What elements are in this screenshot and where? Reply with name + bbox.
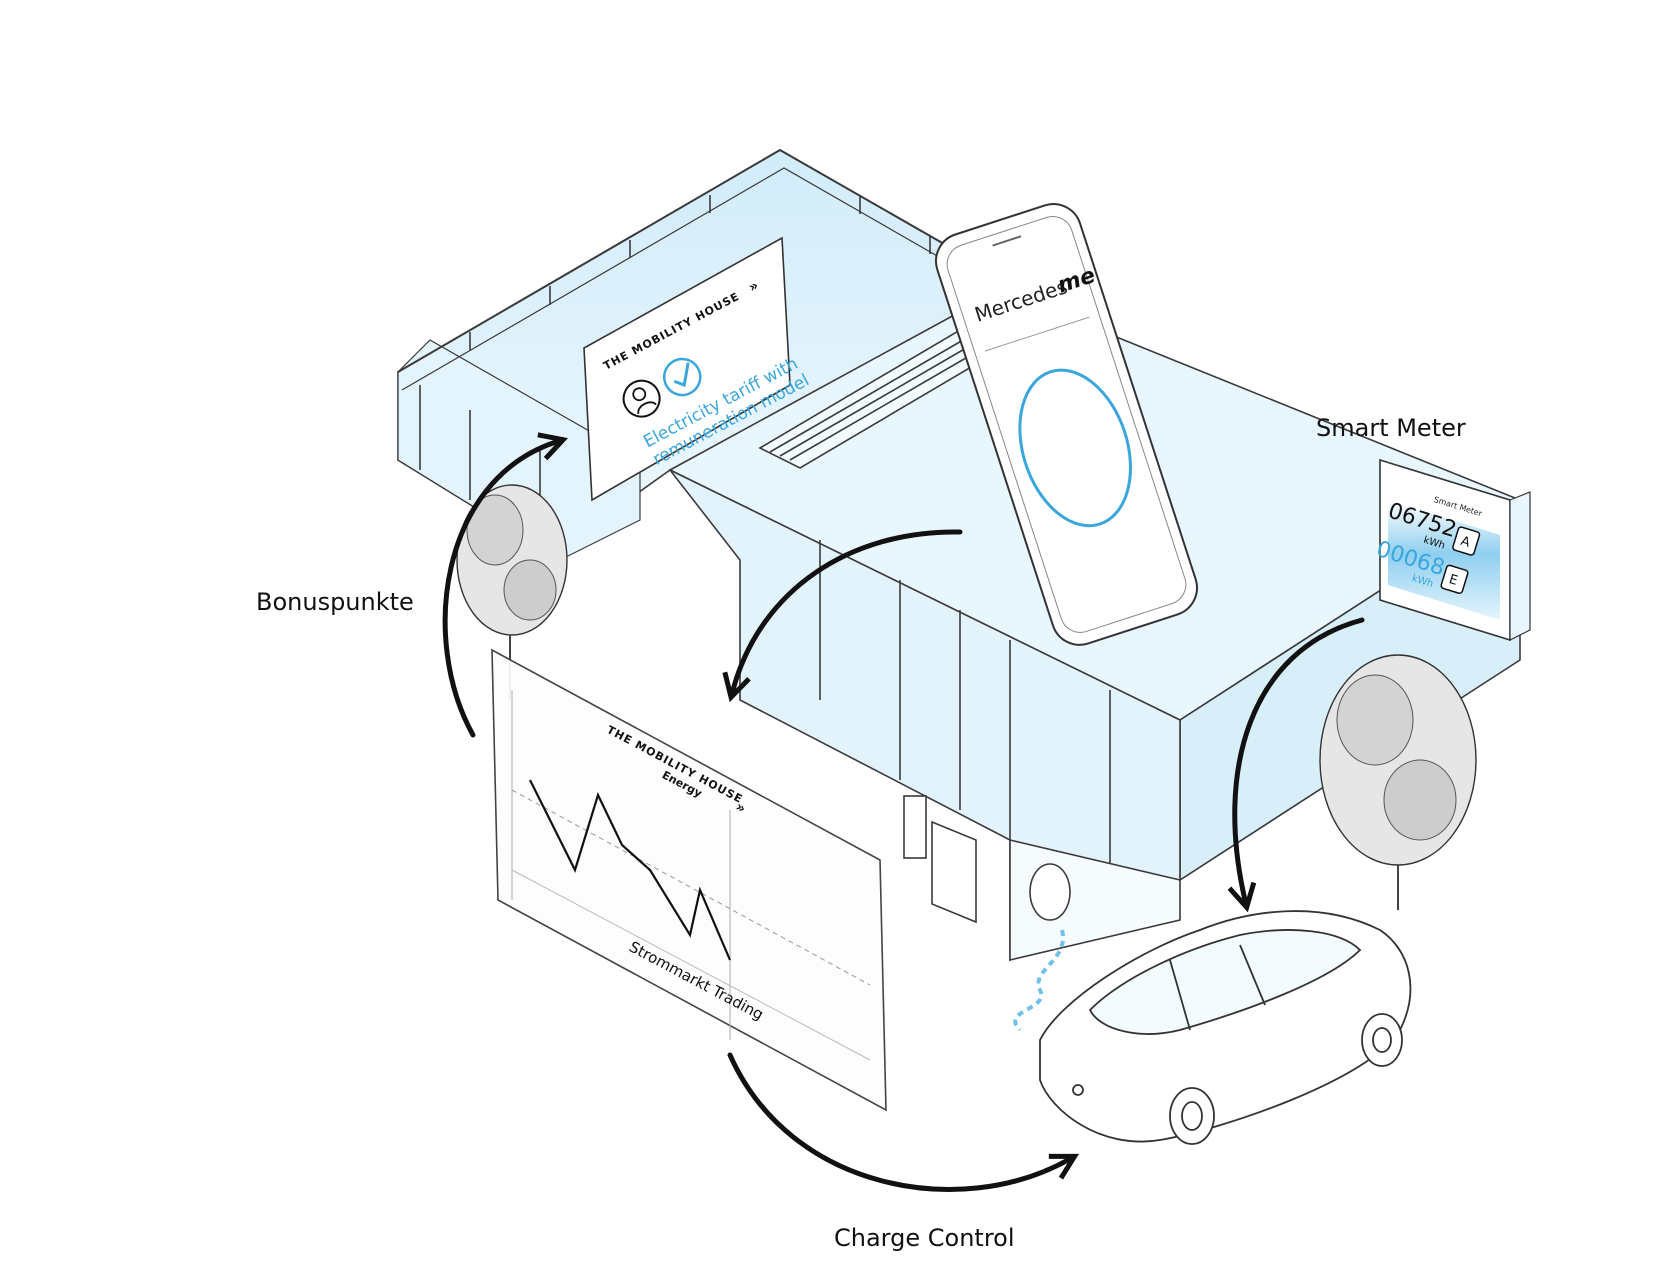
arrow-phone-to-panel: [733, 529, 963, 690]
left-glazed-wall: [397, 339, 641, 561]
arrow-bonuspunkte: [442, 442, 556, 738]
tree-left: [456, 484, 568, 700]
svg-text:A: A: [1459, 534, 1472, 551]
price-line: [529, 779, 732, 961]
arrow-charge-control: [727, 1052, 1068, 1192]
flow-arrows: [442, 442, 1365, 1192]
trading-panel: THE MOBILITY HOUSE Energy » Strommarkt T…: [491, 648, 887, 1112]
tree-right: [1319, 654, 1477, 910]
phone: Mercedes me: [935, 203, 1198, 646]
wallbox: [1029, 863, 1071, 921]
meter-badge2: [1440, 564, 1469, 594]
smart-meter-box: Smart Meter 06752 kWh A 00068 kWh E: [1373, 458, 1531, 642]
door: [931, 820, 977, 924]
meter-badge1: [1452, 526, 1481, 556]
user-icon: [622, 379, 661, 418]
label-smart-meter: Smart Meter: [1316, 414, 1466, 442]
wall-charger: [903, 795, 927, 859]
roof-railing: [397, 148, 1001, 373]
arrow-meter-to-car: [1235, 617, 1365, 900]
car: [1039, 910, 1412, 1145]
check-icon: [662, 357, 702, 397]
phone-ring: [1018, 368, 1132, 528]
charging-cable: [1013, 929, 1066, 1032]
label-bonuspunkte: Bonuspunkte: [256, 588, 414, 616]
label-charge-control: Charge Control: [834, 1224, 1015, 1252]
